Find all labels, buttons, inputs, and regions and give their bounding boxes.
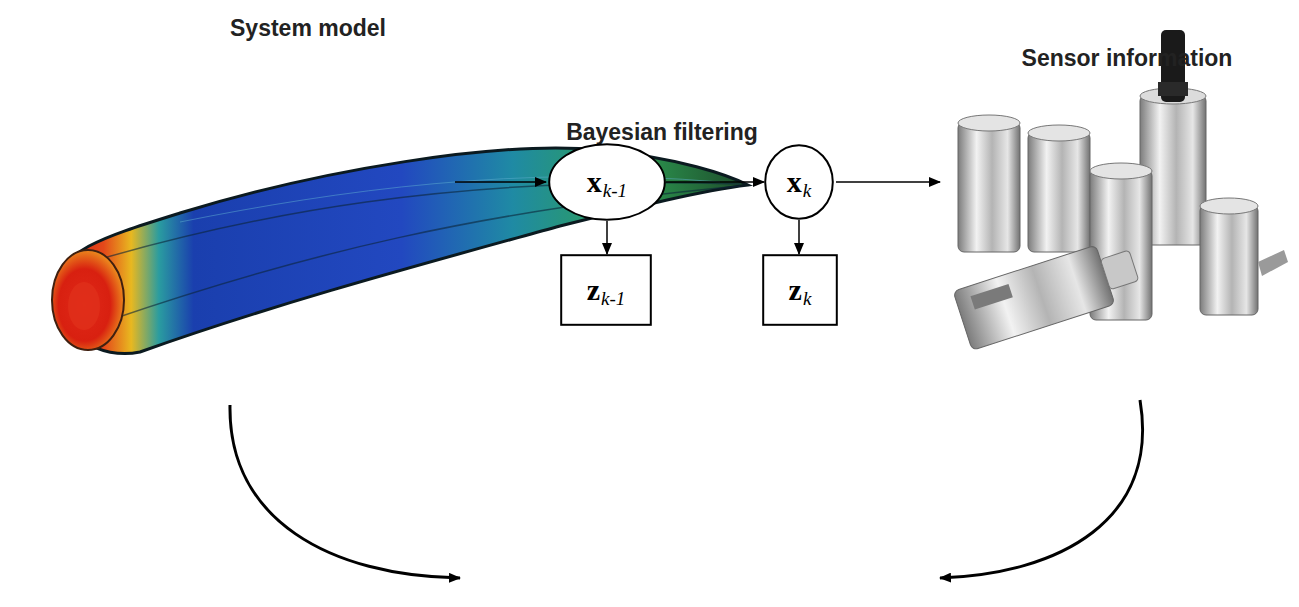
- section-label: Sensor information: [1022, 45, 1233, 72]
- symbol-text: zk: [762, 254, 838, 326]
- variable-symbol: z: [587, 273, 600, 307]
- variable-subscript: k: [803, 180, 811, 202]
- measurement-box: zk: [762, 254, 838, 326]
- symbol-text: xk-1: [548, 143, 666, 221]
- state-ellipse: xk: [764, 144, 834, 220]
- dependency-arrow: [606, 221, 608, 254]
- variable-subscript: k: [803, 288, 811, 310]
- variable-subscript: k-1: [601, 288, 625, 310]
- variable-symbol: x: [787, 165, 802, 199]
- dependency-arrow: [798, 220, 800, 254]
- section-label: System model: [230, 15, 386, 42]
- variable-subscript: k-1: [603, 180, 627, 202]
- measurement-box: zk-1: [560, 254, 652, 326]
- symbol-text: zk-1: [560, 254, 652, 326]
- state-ellipse: xk-1: [548, 143, 666, 221]
- sensor-photo: [953, 30, 1288, 350]
- section-label: Bayesian filtering: [566, 119, 758, 146]
- flow-lines: [230, 182, 1143, 578]
- symbol-text: xk: [764, 144, 834, 220]
- variable-symbol: z: [789, 273, 802, 307]
- variable-symbol: x: [587, 165, 602, 199]
- dependency-arrow: [666, 181, 764, 183]
